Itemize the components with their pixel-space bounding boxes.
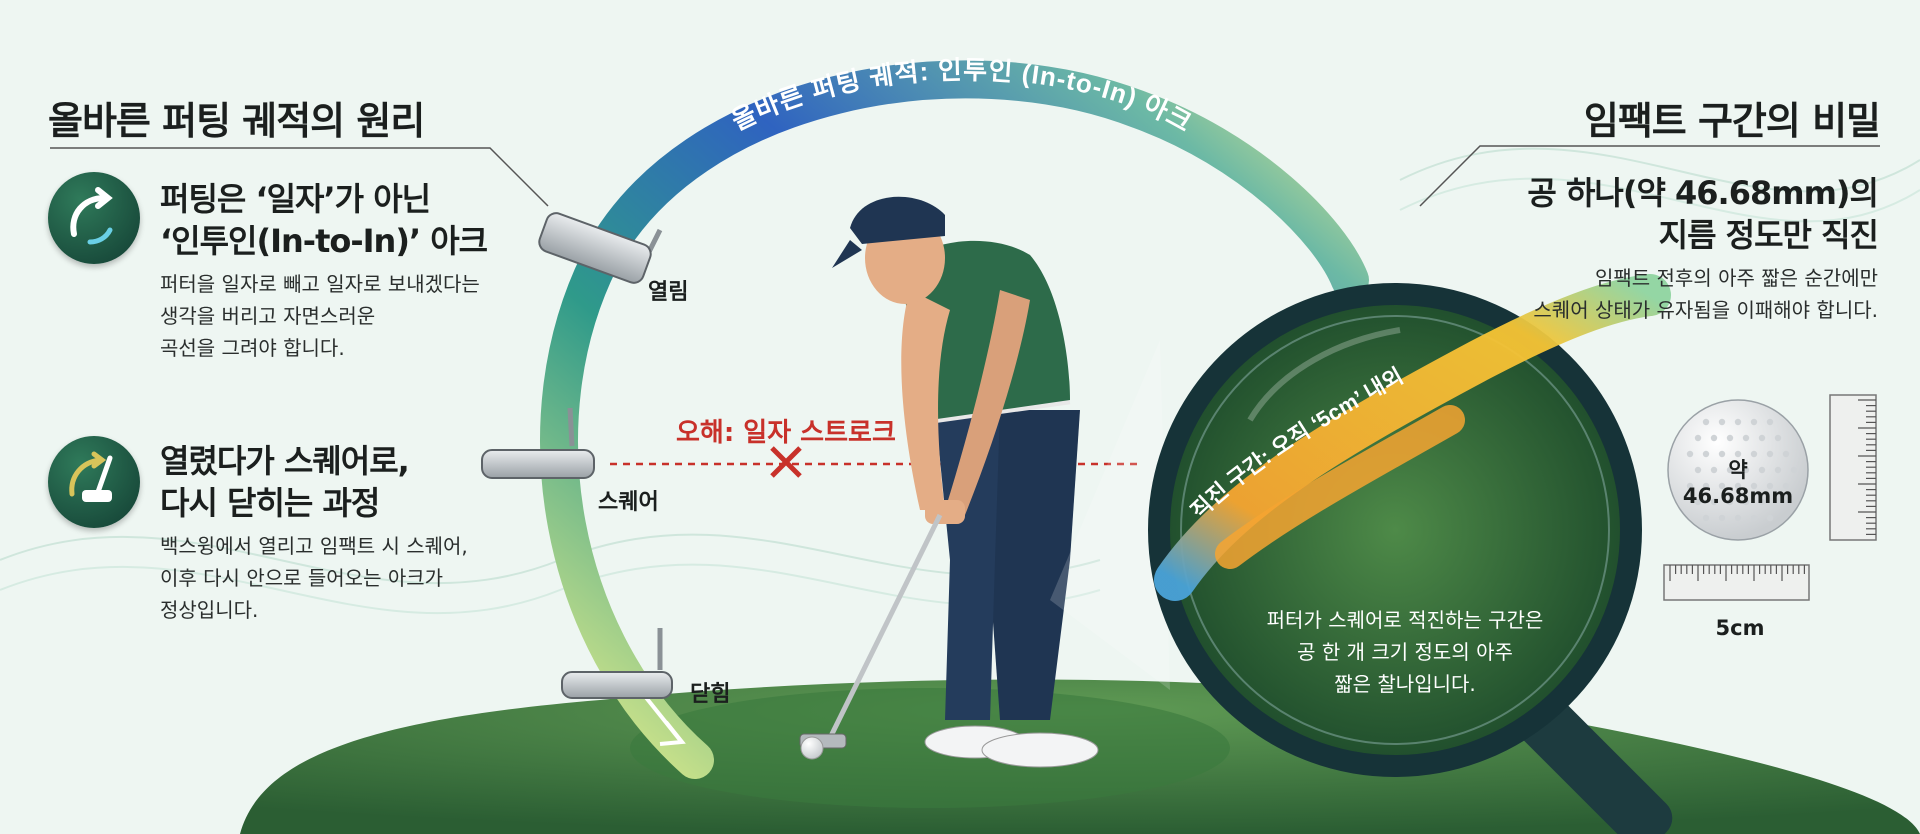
ball-dimple <box>1718 418 1726 426</box>
square-label: 스퀘어 <box>598 490 659 515</box>
ball-dimple <box>1726 466 1734 474</box>
golf-ball-large <box>1667 399 1809 541</box>
putter-closed-icon <box>561 628 673 699</box>
ball-dimple <box>1750 482 1758 490</box>
golfer-figure <box>799 196 1099 768</box>
left-item2-title: 열렸다가 스퀘어로, 다시 닫히는 과정 <box>160 442 410 522</box>
left-item2-body: 백스윙에서 열리고 임팩트 시 스퀘어, 이후 다시 안으로 들어오는 아크가 … <box>160 534 468 622</box>
ball-dimple <box>1758 466 1766 474</box>
ball-dimple <box>1702 482 1710 490</box>
curved-arrow-icon <box>48 172 140 264</box>
ball-dimple <box>1750 418 1758 426</box>
ball-dimple <box>1742 466 1750 474</box>
ball-dimple <box>1758 498 1766 506</box>
straight-zone-label: 직진 구간: 오직 ‘5cm’ 내외 <box>1186 363 1407 524</box>
ruler-label: 5cm <box>1715 616 1765 640</box>
ball-dimple <box>1774 466 1782 474</box>
ball-dimple <box>1694 466 1702 474</box>
right-title: 공 하나(약 46.68mm)의 지름 정도만 직진 <box>1527 174 1879 254</box>
ball-dimple <box>1774 498 1782 506</box>
lens-caption: 퍼터가 스퀘어로 적진하는 구간은 공 한 개 크기 정도의 아주 짧은 찰나입… <box>1266 608 1544 696</box>
ball-dimple <box>1718 482 1726 490</box>
ball-dimple <box>1710 466 1718 474</box>
ball-dimple <box>1734 482 1742 490</box>
closed-label: 닫힘 <box>690 682 731 707</box>
ball-dimple <box>1766 450 1774 458</box>
ball-dimple <box>1790 466 1798 474</box>
ball-dimple <box>1750 514 1758 522</box>
ball-dimple <box>1718 450 1726 458</box>
putter-swing-icon <box>48 436 140 528</box>
ball-dimple <box>1694 434 1702 442</box>
ball-dimple <box>1718 514 1726 522</box>
ball-dimple <box>1726 434 1734 442</box>
right-heading: 임팩트 구간의 비밀 <box>1583 99 1881 143</box>
ball-dimple <box>1694 498 1702 506</box>
ball-dimple <box>1686 482 1694 490</box>
left-item1-title: 퍼팅은 ‘일자’가 아닌 ‘인투인(In-to-In)’ 아크 <box>160 180 488 260</box>
ball-dimple <box>1742 434 1750 442</box>
ball-dimple <box>1702 514 1710 522</box>
putter-square-icon <box>481 407 595 479</box>
right-body: 임팩트 전후의 아주 짧은 순간에만 스퀘어 상태가 유자됨을 이패해야 합니다… <box>1533 266 1878 322</box>
open-label: 열림 <box>648 280 689 305</box>
ball-dimple <box>1758 434 1766 442</box>
ball-dimple <box>1782 450 1790 458</box>
ball-dimple <box>1686 450 1694 458</box>
myth-x-icon <box>770 446 802 478</box>
magnifier-lens <box>1148 274 1671 777</box>
ball-dimple <box>1766 418 1774 426</box>
ball-diameter-label: 약 46.68mm <box>1682 458 1794 508</box>
ball-dimple <box>1774 434 1782 442</box>
ball-dimple <box>1734 418 1742 426</box>
ball-dimple <box>1702 418 1710 426</box>
ball-dimple <box>1710 434 1718 442</box>
left-heading: 올바른 퍼팅 궤적의 원리 <box>48 99 425 143</box>
svg-text:직진 구간: 오직 ‘5cm’ 내외: 직진 구간: 오직 ‘5cm’ 내외 <box>1186 363 1407 524</box>
ball-dimple <box>1742 498 1750 506</box>
ball-dimple <box>1782 482 1790 490</box>
ball-dimple <box>1766 482 1774 490</box>
ball-dimple <box>1710 498 1718 506</box>
myth-label: 오해: 일자 스트로크 <box>676 418 896 448</box>
ball-dimple <box>1702 450 1710 458</box>
ball-dimple <box>1766 514 1774 522</box>
ball-dimple <box>1734 514 1742 522</box>
left-item1-body: 퍼터을 일자로 빼고 일자로 보내겠다는 생각을 버리고 자면스러운 곡선을 그… <box>160 272 480 360</box>
ball-dimple <box>1750 450 1758 458</box>
ball-dimple <box>1726 498 1734 506</box>
ball-dimple <box>1734 450 1742 458</box>
putter-open-icon <box>538 212 663 284</box>
